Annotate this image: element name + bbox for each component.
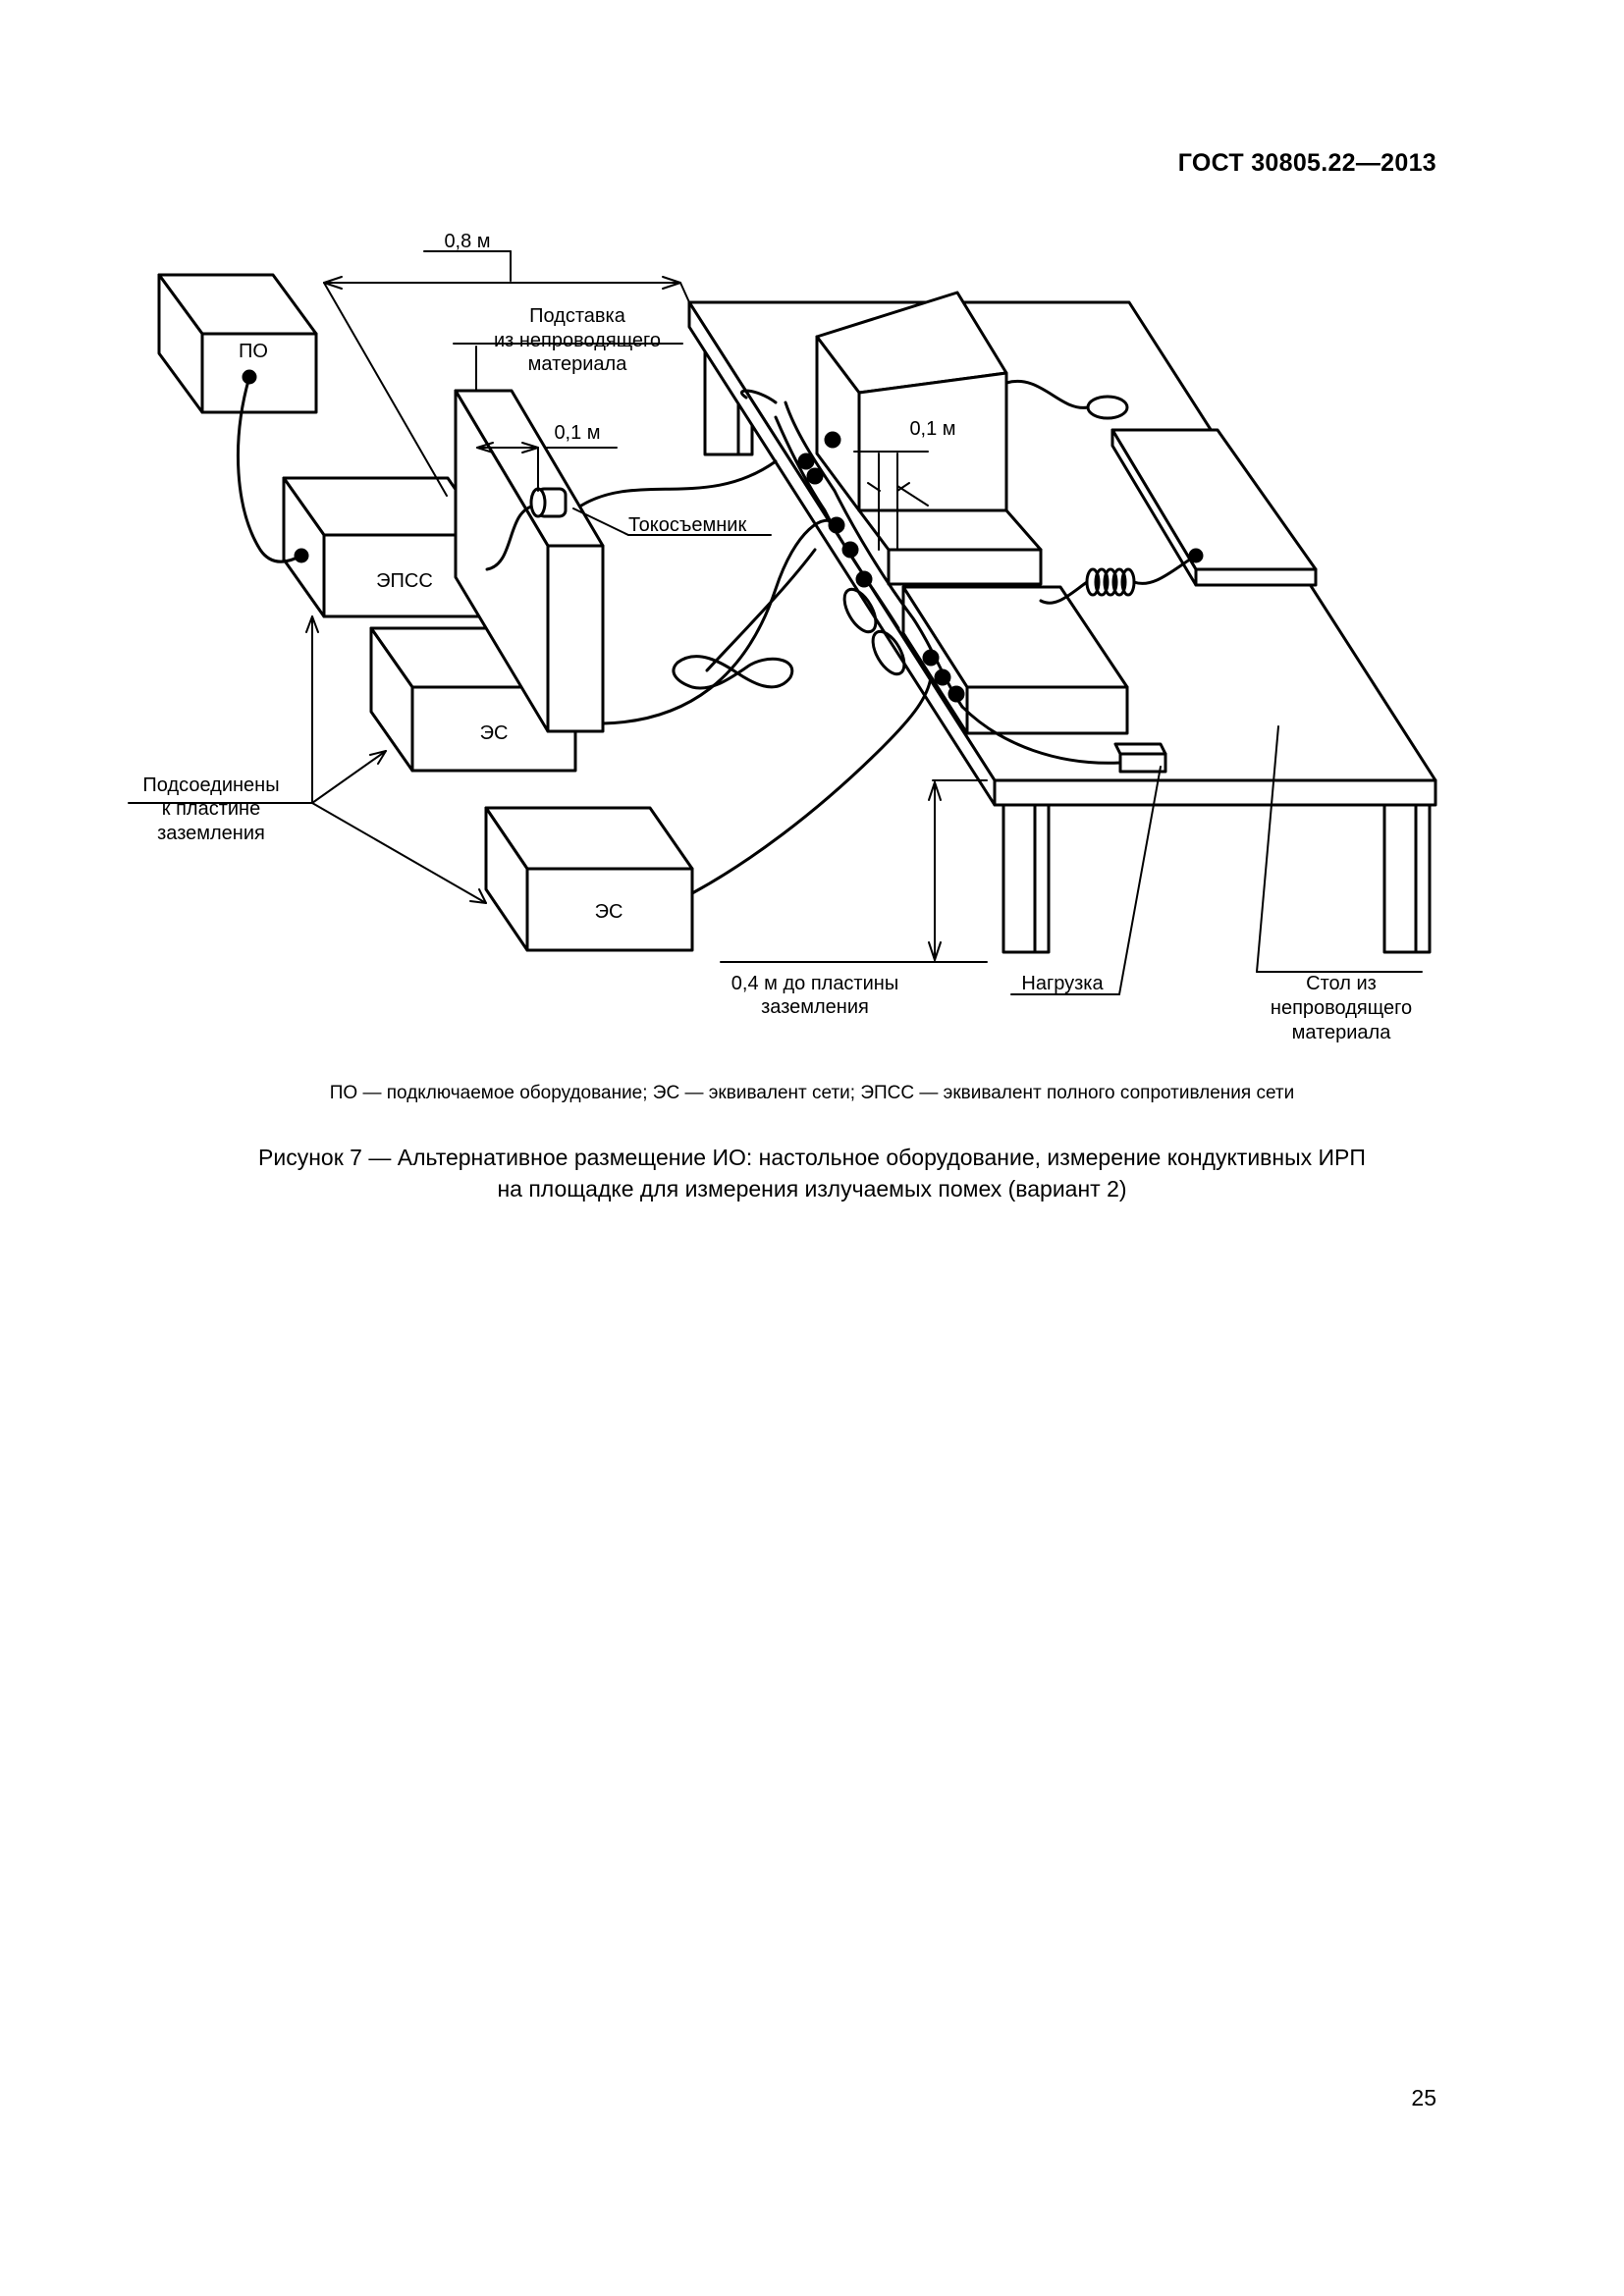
diagram-labels: 0,8 м Подставка из непроводящего материа… [142, 231, 1412, 1043]
label-epss: ЭПСС [376, 570, 433, 592]
label-height-line2: заземления [761, 996, 869, 1018]
label-distance-0-8: 0,8 м [444, 231, 490, 252]
load-box [1113, 742, 1167, 774]
page-number: 25 [1411, 2085, 1436, 2110]
dimension-lines [128, 250, 1423, 995]
figure-caption: Рисунок 7 — Альтернативное размещение ИО… [0, 1142, 1624, 1204]
current-probe [529, 487, 568, 518]
label-po: ПО [239, 341, 268, 362]
epss-box [282, 476, 489, 618]
label-grounding-line3: заземления [157, 823, 265, 844]
eut-monitor [815, 291, 1043, 586]
label-current-probe: Токосъемник [628, 514, 746, 536]
label-distance-0-1-left: 0,1 м [554, 422, 600, 444]
standard-id: ГОСТ 30805.22—2013 [1177, 149, 1436, 177]
label-load: Нагрузка [1021, 973, 1104, 994]
label-table-line3: материала [1292, 1022, 1392, 1043]
label-distance-0-1-right: 0,1 м [909, 418, 955, 440]
figure-caption-line2: на площадке для измерения излучаемых пом… [497, 1176, 1127, 1201]
es-box-lower [484, 806, 694, 952]
figure-7-diagram: 0,8 м Подставка из непроводящего материа… [0, 0, 1624, 1060]
label-es-lower: ЭС [595, 901, 623, 923]
label-table-line1: Стол из [1306, 973, 1377, 994]
eut-keyboard [1110, 428, 1318, 587]
label-es-upper: ЭС [480, 722, 509, 744]
label-table-line2: непроводящего [1271, 997, 1412, 1019]
label-stand-line1: Подставка [529, 305, 626, 327]
cable-coil [1085, 567, 1136, 597]
cable-bundle [774, 400, 1204, 709]
label-stand-line3: материала [528, 353, 628, 375]
mouse-icon [1086, 395, 1129, 420]
label-height-line1: 0,4 м до пластины [731, 973, 898, 994]
cables [236, 375, 1198, 895]
label-grounding-line2: к пластине [162, 798, 260, 820]
label-stand-line2: из непроводящего [494, 330, 661, 351]
po-box [157, 273, 318, 414]
figure-legend: ПО — подключаемое оборудование; ЭС — экв… [329, 1083, 1295, 1103]
figure-caption-line1: Рисунок 7 — Альтернативное размещение ИО… [258, 1145, 1366, 1170]
label-grounding-line1: Подсоединены [142, 774, 279, 796]
